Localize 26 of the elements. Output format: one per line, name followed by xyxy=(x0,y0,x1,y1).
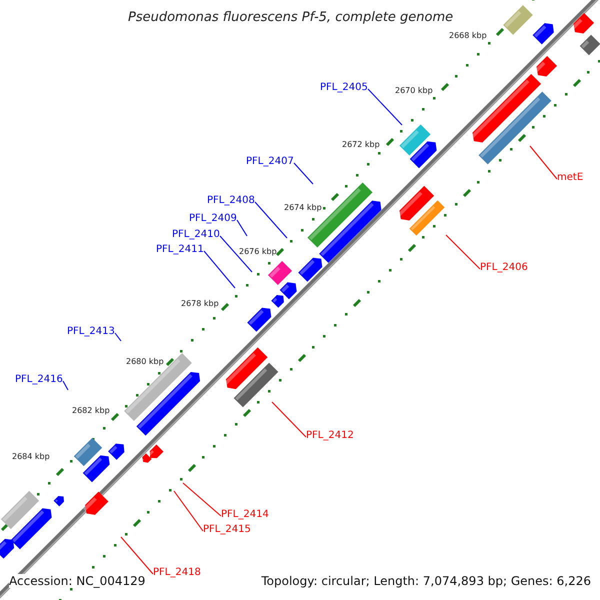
scale-label: 2674 kbp xyxy=(284,203,322,213)
scale-label: 2672 kbp xyxy=(342,140,380,150)
gene-label: PFL_2410 xyxy=(172,229,220,241)
scale-label: 2682 kbp xyxy=(72,406,110,416)
scale-label: 2684 kbp xyxy=(12,452,50,462)
scale-label: 2668 kbp xyxy=(449,31,487,41)
gene-label: PFL_2408 xyxy=(207,195,255,207)
gene-label: PFL_2411 xyxy=(156,244,204,256)
scale-label: 2678 kbp xyxy=(181,299,219,309)
gene-label: PFL_2413 xyxy=(67,326,115,338)
gene-label: PFL_2412 xyxy=(306,430,354,442)
gene-label: PFL_2406 xyxy=(480,262,528,274)
accession-note: Accession: NC_004129 xyxy=(9,574,146,588)
gene-label: PFL_2407 xyxy=(246,156,294,168)
scale-label: 2670 kbp xyxy=(395,86,433,96)
scale-label: 2680 kbp xyxy=(126,357,164,367)
gene-label: PFL_2415 xyxy=(203,524,251,536)
gene-label: metE xyxy=(557,172,584,184)
gene-label: PFL_2414 xyxy=(221,509,269,521)
gene-label: PFL_2416 xyxy=(15,374,63,386)
gene-label: PFL_2405 xyxy=(320,82,368,94)
genome-info-note: Topology: circular; Length: 7,074,893 bp; Genes: 6,226 xyxy=(261,574,591,588)
gene-label: PFL_2409 xyxy=(189,213,237,225)
gene-label: PFL_2418 xyxy=(153,567,201,579)
diagram-title: Pseudomonas fluorescens Pf-5, complete genome xyxy=(128,9,454,27)
scale-label: 2676 kbp xyxy=(239,247,277,257)
